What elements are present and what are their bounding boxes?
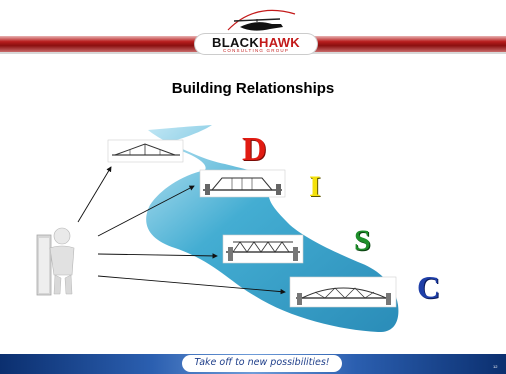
bridge-icon	[289, 276, 397, 308]
arrow-to-s	[97, 253, 218, 259]
logo-tagline: CONSULTING GROUP	[222, 48, 290, 53]
letter-i: I	[309, 170, 321, 203]
bridge-icon	[222, 234, 304, 264]
company-logo: BLACKHAWK	[195, 35, 317, 50]
footer-tagline: Take off to new possibilities!	[194, 357, 330, 368]
logo-text-accent: HAWK	[259, 35, 300, 50]
letter-d: D	[242, 131, 267, 168]
letter-s: S	[354, 224, 371, 257]
page-number: 12	[493, 364, 498, 369]
bridge-icon	[199, 169, 286, 198]
arrow-to-c	[97, 275, 286, 295]
slide-title: Building Relationships	[171, 80, 335, 97]
arrow-to-d	[77, 166, 112, 223]
person-in-doorway-figure	[36, 227, 75, 296]
letter-c: C	[417, 269, 441, 305]
footer-badge	[182, 355, 342, 372]
logo-badge	[195, 34, 317, 54]
logo-text-main: BLACK	[212, 35, 260, 50]
bridge-icon	[107, 139, 184, 163]
arrow-to-i	[97, 185, 195, 237]
